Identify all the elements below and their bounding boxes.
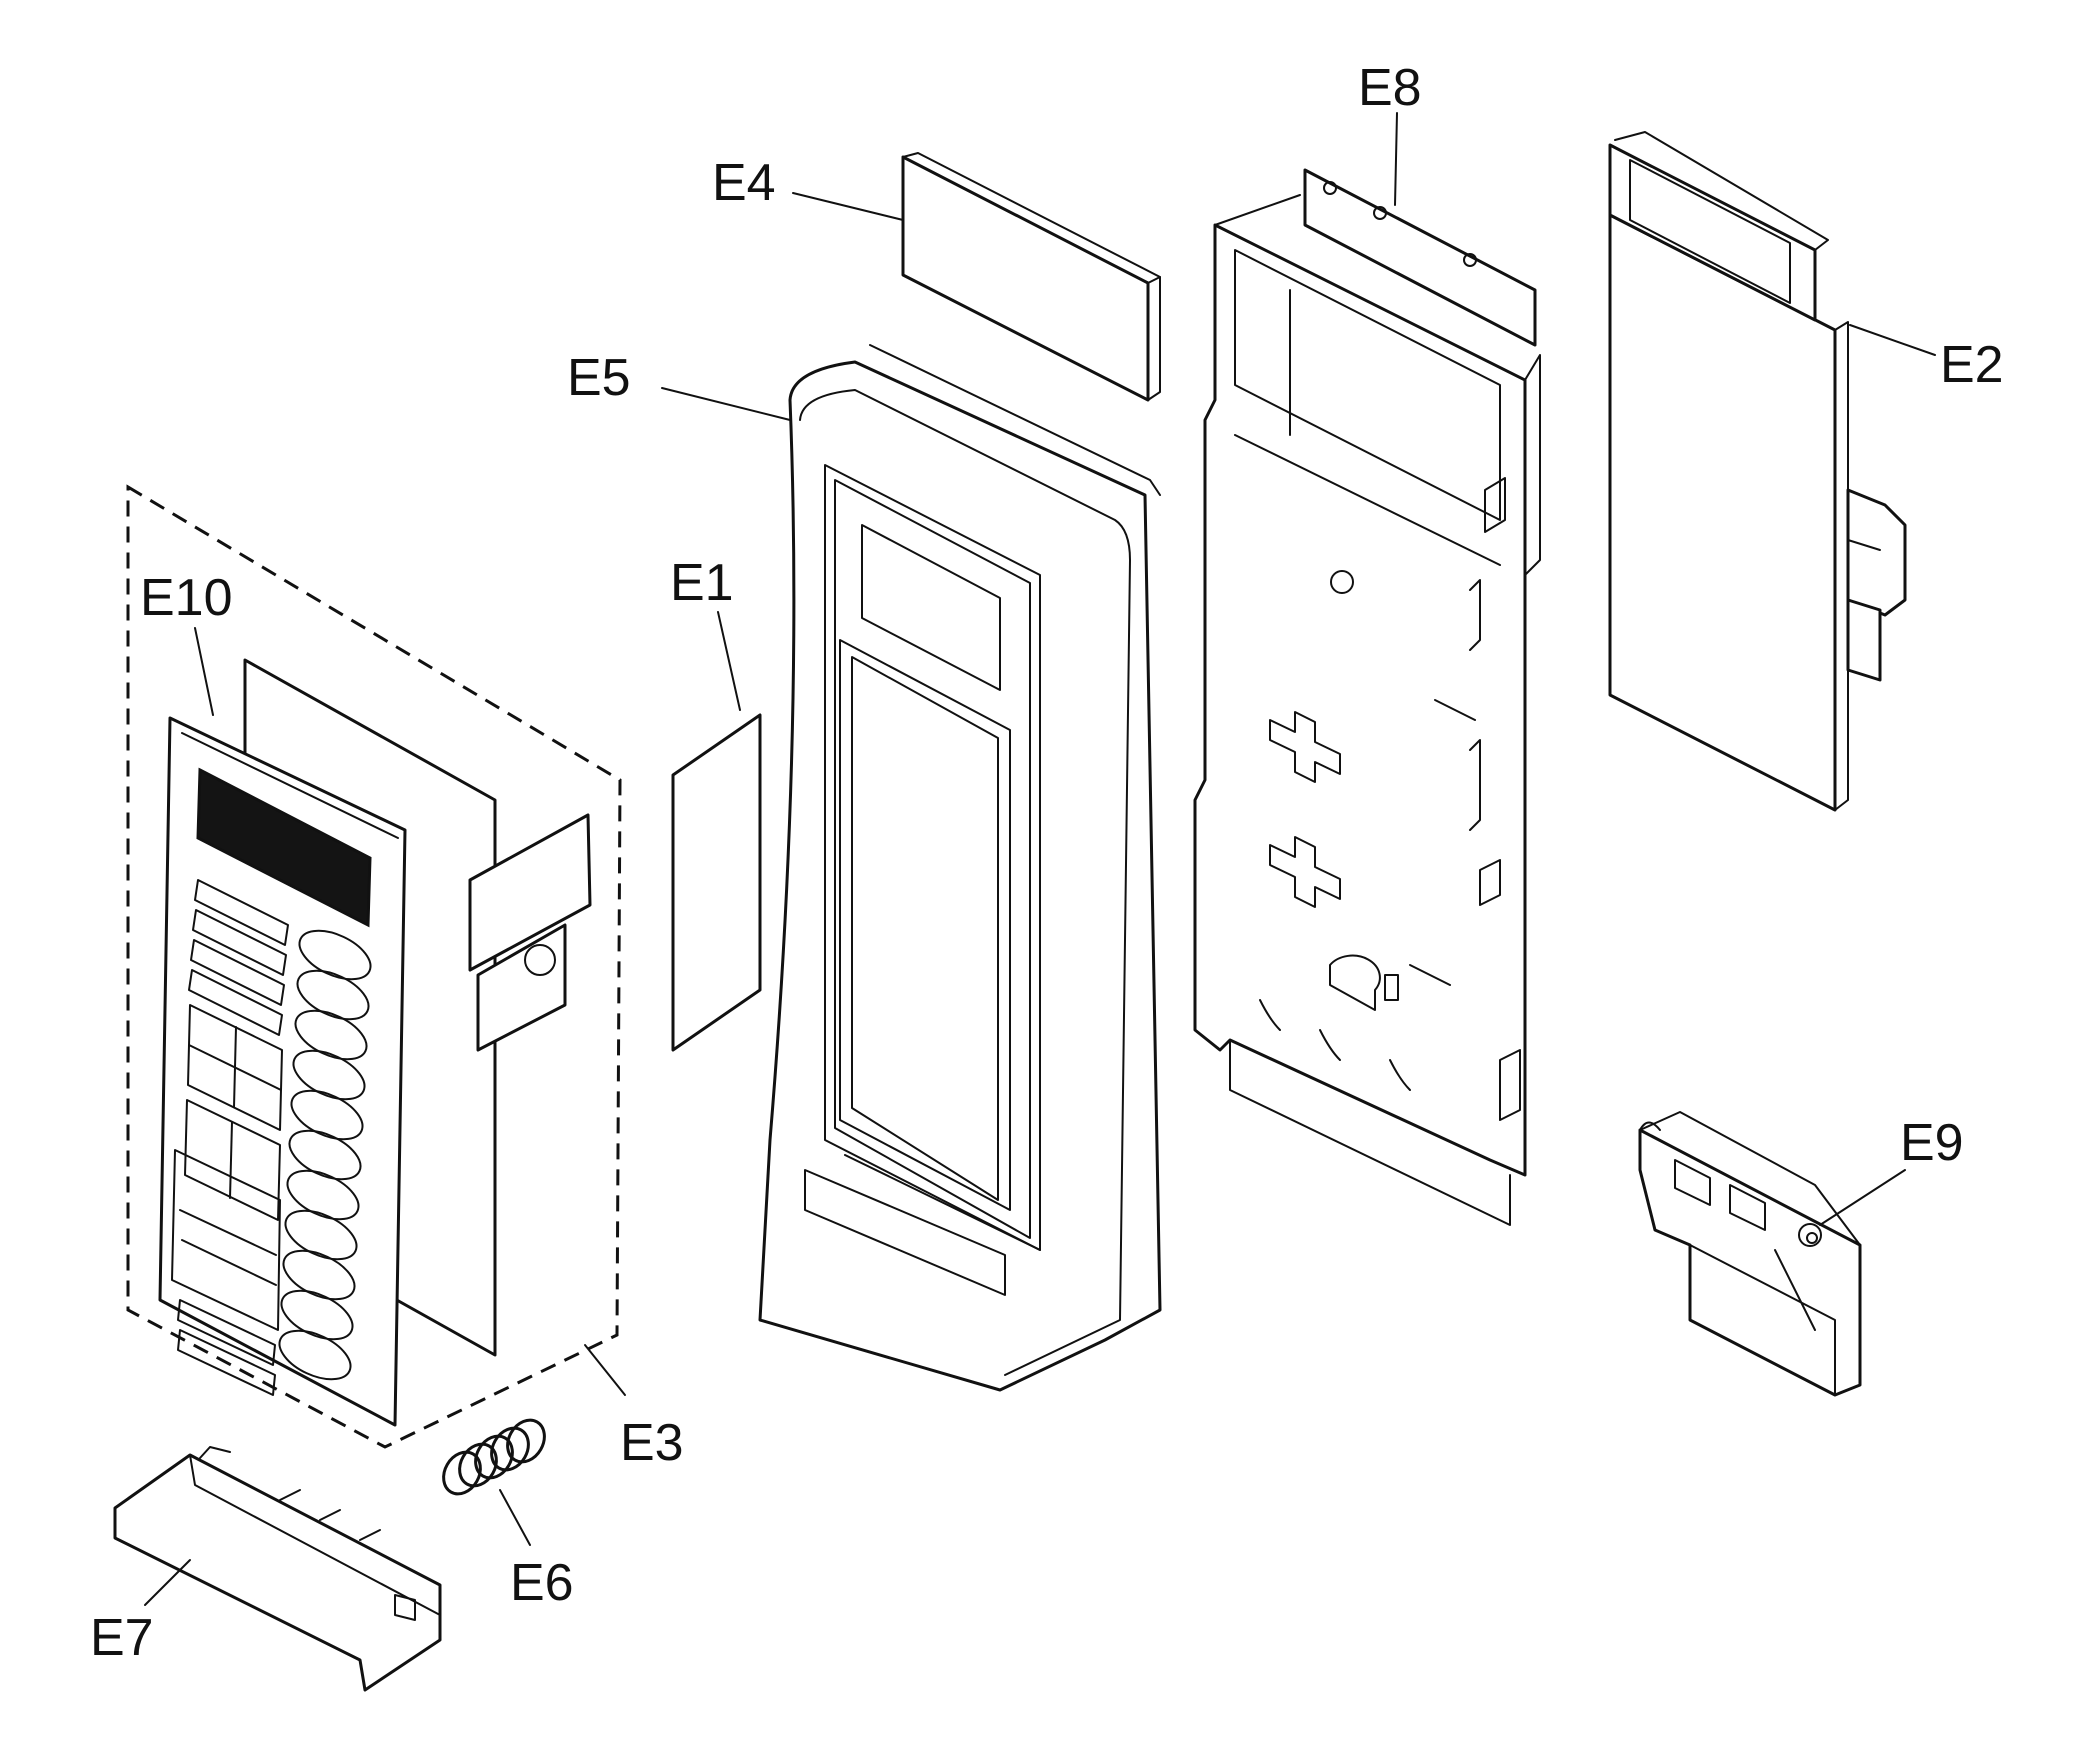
e3-assembly-boundary: [126, 484, 622, 1449]
label-e8: E8: [1358, 59, 1422, 117]
part-e9-latch: [1638, 1111, 1862, 1397]
part-e6-spring: [442, 1418, 546, 1496]
part-e2-circuit-board: [1608, 131, 1907, 812]
part-e5-door-frame: [758, 344, 1162, 1392]
leader-e8: [1394, 112, 1398, 206]
leader-e10: [194, 627, 214, 716]
label-e5: E5: [567, 349, 631, 407]
part-e1-sheet: [671, 713, 762, 1052]
e10-display-window: [196, 767, 372, 928]
leader-e5: [661, 387, 791, 421]
label-e2: E2: [1940, 336, 2004, 394]
leader-e3: [584, 1344, 626, 1396]
leader-e4: [792, 192, 904, 221]
part-e8-chassis: [1193, 168, 1541, 1226]
label-e4: E4: [712, 154, 776, 212]
part-e7-lever: [113, 1446, 442, 1692]
leader-e6: [499, 1489, 531, 1546]
label-e10: E10: [140, 569, 233, 627]
label-e9: E9: [1900, 1114, 1964, 1172]
leader-e2: [1849, 324, 1936, 356]
leader-e9: [1819, 1169, 1906, 1226]
label-e7: E7: [90, 1609, 154, 1667]
label-e6: E6: [510, 1554, 574, 1612]
leader-e7: [144, 1559, 191, 1606]
leader-e1: [717, 611, 741, 711]
label-e3: E3: [620, 1414, 684, 1472]
leader-lines: [144, 112, 1936, 1606]
part-e4-strip: [901, 152, 1161, 402]
label-e1: E1: [670, 554, 734, 612]
part-e10-keypad-panel: [158, 716, 407, 1427]
